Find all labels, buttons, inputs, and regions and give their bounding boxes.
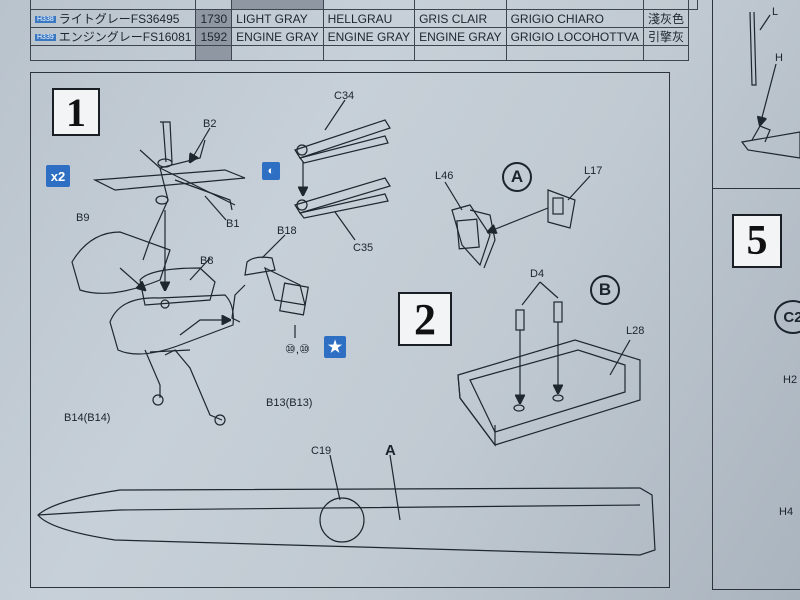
sub-assembly-b-label: B: [590, 275, 620, 305]
part-label-l28: L28: [626, 325, 645, 337]
color-fr: GRIS CLAIR: [414, 9, 507, 28]
assembly-panel: [30, 72, 670, 588]
color-fr: ENGINE GRAY: [414, 27, 507, 46]
helicopter-fuselage: [71, 210, 234, 426]
part-label-l46: L46: [435, 170, 454, 182]
part-label-h2: H2: [783, 374, 798, 386]
color-number: 1730: [195, 9, 233, 28]
table-row: [29, 45, 698, 61]
bracket-parts: [444, 175, 591, 269]
color-de: HELLGRAU: [322, 9, 416, 28]
color-en: ENGINE GRAY: [231, 27, 324, 46]
decal-numbers: ⑩,⑩: [285, 342, 310, 356]
part-label-b18: B18: [277, 225, 297, 237]
part-label-a: A: [385, 442, 396, 459]
part-label-l-top: L: [772, 6, 779, 18]
sub-assembly-c2-label: C2: [774, 300, 800, 334]
deck-tray-part: [457, 281, 641, 447]
color-en: LIGHT GRAY: [231, 9, 324, 28]
part-label-b1: B1: [226, 218, 240, 230]
part-label-c34: C34: [334, 90, 355, 102]
part-label-l17: L17: [584, 165, 603, 177]
part-label-b13: B13(B13): [266, 397, 313, 409]
part-label-b2: B2: [203, 118, 217, 130]
step-2-box: 2: [398, 292, 452, 346]
exhaust-assembly: [231, 234, 309, 338]
color-jp2: 淺灰色: [643, 9, 690, 28]
part-label-b14: B14(B14): [64, 412, 111, 424]
mirror-option-icon: ◐: [262, 162, 280, 180]
color-it: GRIGIO CHIARO: [505, 9, 645, 28]
paint-code-tag: H338: [35, 16, 56, 24]
part-label-b9: B9: [76, 212, 90, 224]
quantity-x2-badge: x2: [46, 165, 70, 187]
right-page-divider: [712, 188, 800, 189]
part-label-c35: C35: [353, 242, 374, 254]
part-label-h-top: H: [775, 52, 783, 64]
rotor-blades: [294, 99, 391, 241]
sub-assembly-a-label: A: [502, 162, 532, 192]
right-page-panel: [712, 0, 800, 590]
color-number: 1592: [195, 27, 233, 46]
step-1-box: 1: [52, 88, 100, 136]
rotor-hub-assembly: [92, 121, 246, 261]
right-page-fragment: [740, 11, 800, 159]
part-label-d4: D4: [530, 268, 545, 280]
hull-part-a: [37, 454, 656, 556]
part-label-h4: H4: [779, 506, 794, 518]
part-label-c19: C19: [311, 445, 332, 457]
decal-star-icon: ★: [324, 336, 346, 358]
step-5-box: 5: [732, 214, 782, 268]
paint-code-tag: H339: [35, 34, 56, 42]
